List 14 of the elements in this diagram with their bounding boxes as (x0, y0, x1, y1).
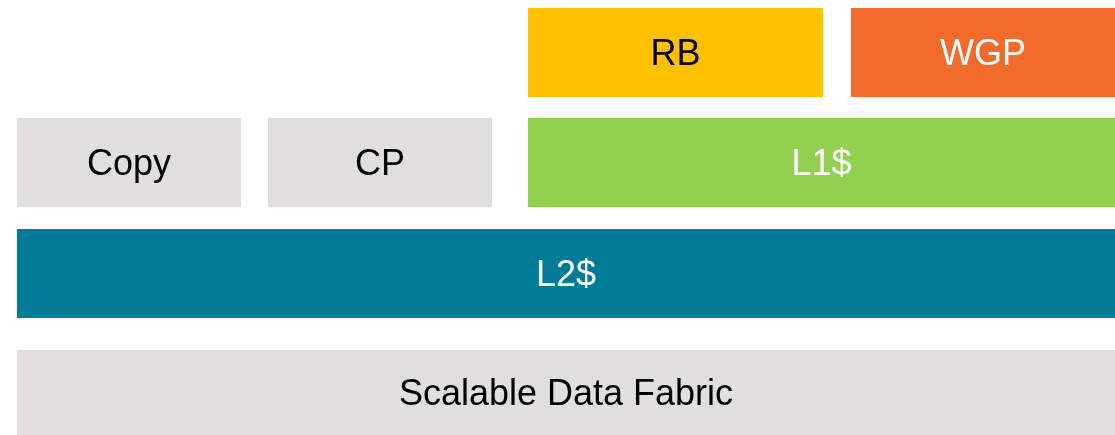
layer-block (17, 229, 1115, 318)
layer-block (17, 118, 241, 207)
layer-block (528, 8, 823, 97)
block-label: RB (650, 32, 701, 73)
layer-block (17, 350, 1115, 435)
block-label: CP (355, 142, 405, 183)
layer-block (268, 118, 492, 207)
layer-block (851, 8, 1115, 97)
block-label: WGP (940, 32, 1026, 73)
block-label: Scalable Data Fabric (398, 372, 734, 413)
block-label: L2$ (535, 253, 597, 294)
block-label: L1$ (791, 142, 852, 183)
layer-block (528, 118, 1115, 207)
block-label: Copy (86, 142, 171, 183)
